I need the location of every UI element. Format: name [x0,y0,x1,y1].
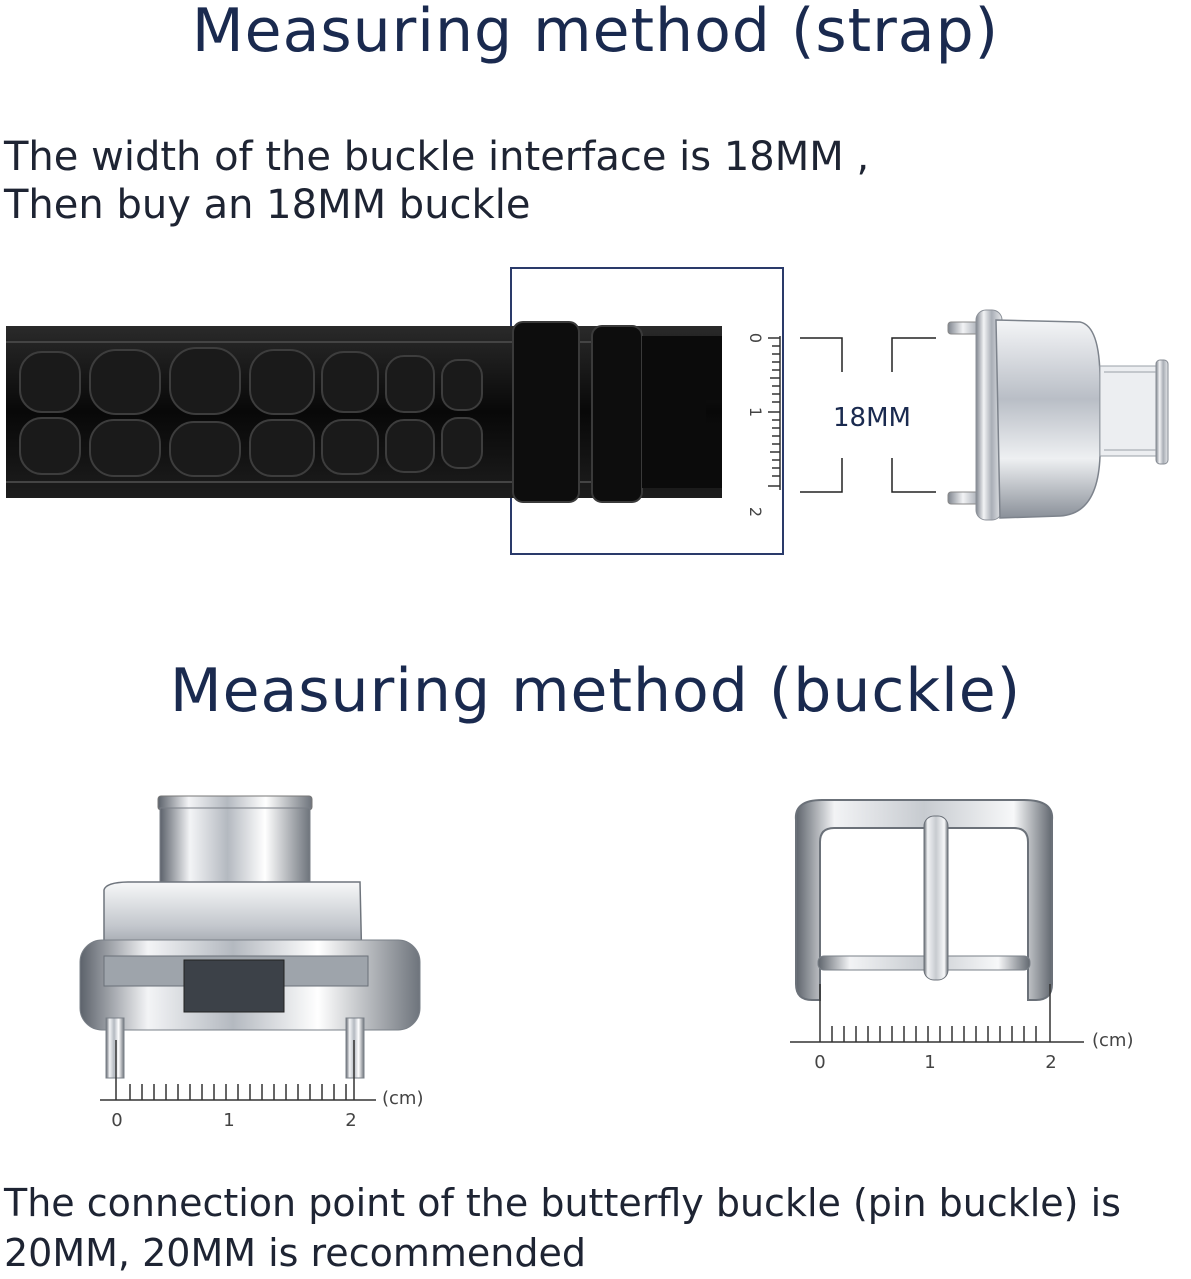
right-ruler-tick-0: 0 [814,1052,825,1073]
buckle-description-line-2: 20MM, 20MM is recommended [4,1231,586,1275]
pin-buckle [794,799,1054,1001]
right-ruler-unit: (cm) [1092,1030,1133,1051]
strap-measure-illustration: 0 1 2 18MM [6,267,1169,555]
right-ruler [790,984,1084,1043]
strap-ruler-tick-0: 0 [746,333,765,343]
left-ruler-tick-1: 1 [223,1110,234,1131]
butterfly-buckle-side [947,309,1169,521]
butterfly-buckle-front [79,795,421,1079]
strap-ruler-tick-2: 2 [746,507,765,517]
left-ruler-tick-0: 0 [111,1110,122,1131]
strap-ruler-tick-1: 1 [746,407,765,417]
strap-description-line-1: The width of the buckle interface is 18M… [4,134,870,180]
strap-ruler [768,336,781,490]
buckle-description-line-1: The connection point of the butterfly bu… [4,1181,1121,1225]
strap-width-label: 18MM [833,403,911,433]
right-ruler-tick-2: 2 [1045,1052,1056,1073]
butterfly-buckle-illustration: 0 1 2 (cm) [79,795,423,1131]
buckle-section-title: Measuring method (buckle) [169,656,1022,726]
left-ruler-tick-2: 2 [345,1110,356,1131]
strap-description-line-2: Then buy an 18MM buckle [4,182,531,228]
strap-section-title: Measuring method (strap) [191,0,1000,66]
pin-buckle-illustration: 0 1 2 (cm) [790,799,1133,1073]
left-ruler [100,1040,376,1101]
width-brackets [800,337,936,493]
right-ruler-tick-1: 1 [924,1052,935,1073]
leather-strap [6,321,722,503]
left-ruler-unit: (cm) [382,1088,423,1109]
